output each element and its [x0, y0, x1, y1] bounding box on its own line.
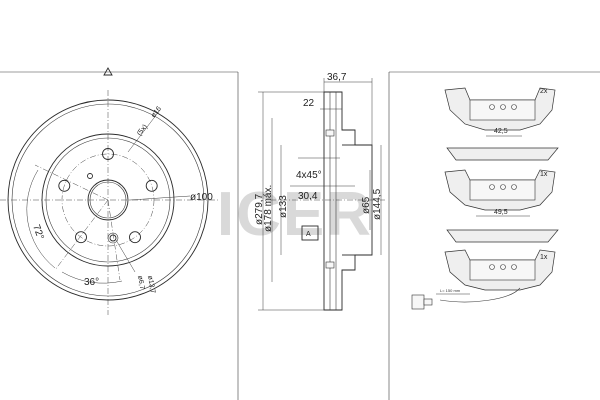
disc-section-outline [323, 91, 373, 311]
hat-height-label: 22 [303, 98, 315, 109]
pad-2-qty: 1x [540, 171, 548, 178]
pad-3-hole [489, 264, 495, 270]
locating-hole [87, 173, 93, 179]
pad-1-hole [500, 104, 506, 110]
vent-block [325, 261, 335, 269]
pad-1-width-label: 42,5 [494, 128, 508, 135]
centerline-angle [54, 199, 109, 271]
disc-section-view [258, 78, 385, 311]
pad-1-side [446, 147, 559, 161]
leader-hole [115, 239, 136, 273]
pads-panel [411, 87, 559, 310]
pad-1-qty: 2x [540, 88, 548, 95]
pad-2-hole [489, 184, 495, 190]
pad-1-hole [489, 104, 495, 110]
top-arrow-icon [103, 67, 113, 76]
dia-65-label: ø65 [361, 196, 372, 214]
pad-2-friction [469, 179, 536, 201]
wear-sensor-wire [439, 287, 521, 303]
leader-center [129, 195, 191, 201]
pad-2-hole [500, 184, 506, 190]
bolt-hole [75, 231, 87, 244]
pad-3-qty: 1x [540, 254, 548, 261]
sensor-length-label: L= 150 mm [440, 288, 461, 293]
hole-137-label: ø13,7 [146, 275, 156, 294]
locating-hole [109, 234, 117, 242]
outer-dia-label: ø279,7 [254, 193, 265, 225]
pad-3-hole [511, 264, 517, 270]
bolt-hole [129, 231, 141, 244]
pad-2-side [446, 229, 559, 243]
angle-72-label: 72° [30, 223, 46, 241]
centerline-angle [34, 164, 109, 201]
wear-sensor-plug [411, 294, 425, 310]
disc-front-view [0, 67, 220, 315]
hole-67-label: ø6,7 [136, 275, 145, 290]
pad-1-hole [511, 104, 517, 110]
bolt-dia-label: ø16 [150, 105, 163, 119]
dia-133-label: ø133 [278, 195, 289, 218]
center-dia-label: ø100 [190, 192, 213, 203]
chamfer-label: 4x45° [296, 170, 322, 181]
bolt-count-label: (5x) [136, 123, 149, 137]
leader-bolt [127, 109, 161, 153]
hub-thickness-label: 30,4 [298, 191, 318, 202]
reference-a-label: A [306, 231, 311, 238]
pad-2-width-label: 49,5 [494, 209, 508, 216]
pad-3-hole [500, 264, 506, 270]
dia-1445-label: ø144,5 [372, 188, 383, 220]
angle-36-label: 36° [84, 277, 99, 288]
bolt-hole [145, 179, 158, 192]
pad-2-hole [511, 184, 517, 190]
angle-arc-72 [26, 169, 56, 269]
vent-block [325, 129, 335, 137]
pad-1-friction [469, 99, 536, 121]
min-dia-label: ø178 máx. [263, 185, 274, 232]
centerline-angle [107, 199, 121, 281]
wear-sensor-plug-tip [423, 298, 433, 306]
total-height-label: 36,7 [327, 72, 347, 83]
pad-3-friction [469, 259, 536, 281]
bolt-hole [58, 179, 71, 192]
brand-watermark: ICER [217, 180, 373, 249]
reference-box-a [301, 225, 319, 241]
